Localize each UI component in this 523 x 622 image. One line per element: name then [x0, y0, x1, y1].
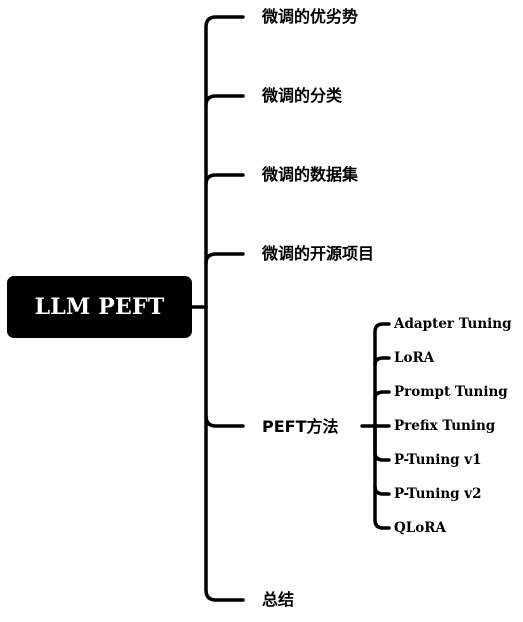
branch-open-source: 微调的开源项目	[262, 244, 375, 263]
branch-connector-peft	[204, 305, 245, 428]
branch-classification: 微调的分类	[262, 86, 343, 105]
peft-method-p-tuning-v1: P-Tuning v1	[394, 452, 482, 468]
peft-method-adapter-tuning: Adapter Tuning	[394, 316, 512, 332]
peft-method-lora: LoRA	[394, 350, 435, 366]
branch-connector-summary	[204, 414, 245, 602]
branch-connector-classification	[204, 94, 245, 107]
branch-datasets: 微调的数据集	[262, 165, 359, 184]
branch-summary: 总结	[262, 590, 295, 609]
peft-connector-prompt	[373, 390, 391, 401]
root-label: LLM PEFT	[34, 294, 165, 320]
peft-method-p-tuning-v2: P-Tuning v2	[394, 486, 482, 502]
peft-connector-ptuning-v1	[373, 424, 391, 462]
branch-connector-datasets	[204, 173, 245, 186]
peft-connector-qlora	[373, 424, 391, 530]
root-node: LLM PEFT	[7, 276, 192, 338]
peft-method-qlora: QLoRA	[394, 520, 446, 536]
branch-advantages: 微调的优劣势	[262, 7, 359, 26]
peft-connector-lora	[373, 356, 391, 367]
branch-peft-methods: PEFT方法	[262, 417, 339, 436]
branch-connector-advantages	[204, 15, 245, 309]
peft-method-prefix-tuning: Prefix Tuning	[394, 418, 496, 434]
peft-connector-adapter	[373, 322, 391, 428]
peft-connector-ptuning-v2	[373, 485, 391, 496]
peft-method-prompt-tuning: Prompt Tuning	[394, 384, 508, 400]
branch-connector-open-source	[204, 252, 245, 265]
